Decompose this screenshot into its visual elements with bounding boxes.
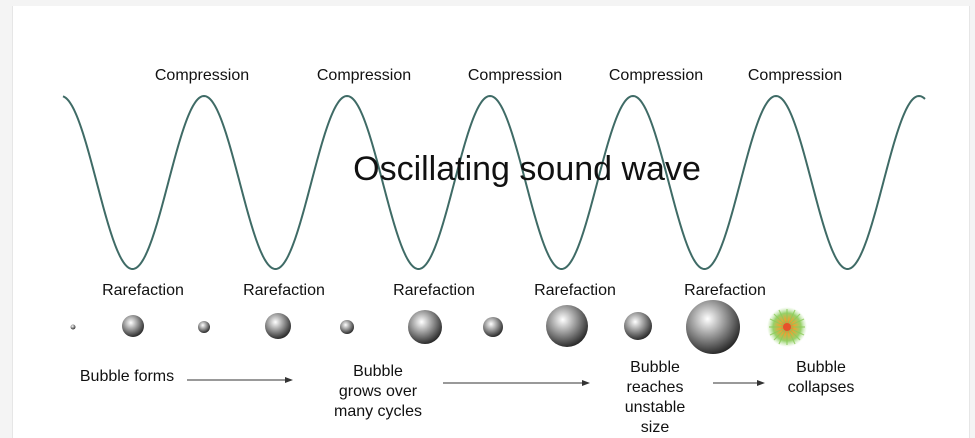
bubble (686, 300, 740, 354)
rarefaction-label: Rarefaction (393, 282, 475, 299)
compression-label: Compression (154, 67, 250, 84)
rarefaction-label: Rarefaction (684, 282, 766, 299)
rarefaction-label: Rarefaction (534, 282, 616, 299)
bubble (624, 312, 652, 340)
bubble (408, 310, 442, 344)
bubble (265, 313, 291, 339)
bubble (546, 305, 588, 347)
compression-label: Compression (316, 67, 412, 84)
compression-label: Compression (467, 67, 563, 84)
diagram-panel (12, 6, 970, 438)
collapsing-bubble-burst (767, 307, 807, 347)
arrow-forms-to-grows (187, 377, 293, 383)
compression-label: Compression (747, 67, 843, 84)
stage-label-bubble-grows: Bubble grows over many cycles (333, 363, 423, 420)
diagram-title: Oscillating sound wave (353, 150, 701, 188)
rarefaction-label: Rarefaction (102, 282, 184, 299)
compression-label: Compression (608, 67, 704, 84)
bubble (340, 320, 354, 334)
stage-label-bubble-collapses: Bubble collapses (787, 359, 855, 396)
sound-wave (62, 94, 926, 270)
progress-arrows (187, 377, 765, 386)
arrow-grows-to-unstable (443, 380, 590, 386)
bubble (198, 321, 210, 333)
bubble (122, 315, 144, 337)
stage-label-bubble-unstable: Bubble reaches unstable size (624, 359, 686, 436)
rarefaction-label: Rarefaction (243, 282, 325, 299)
stage-label-bubble-forms: Bubble forms (79, 368, 175, 385)
arrow-unstable-to-collapse (713, 380, 765, 386)
bubble (483, 317, 503, 337)
bubble (70, 324, 76, 330)
bubble-row (70, 300, 807, 354)
